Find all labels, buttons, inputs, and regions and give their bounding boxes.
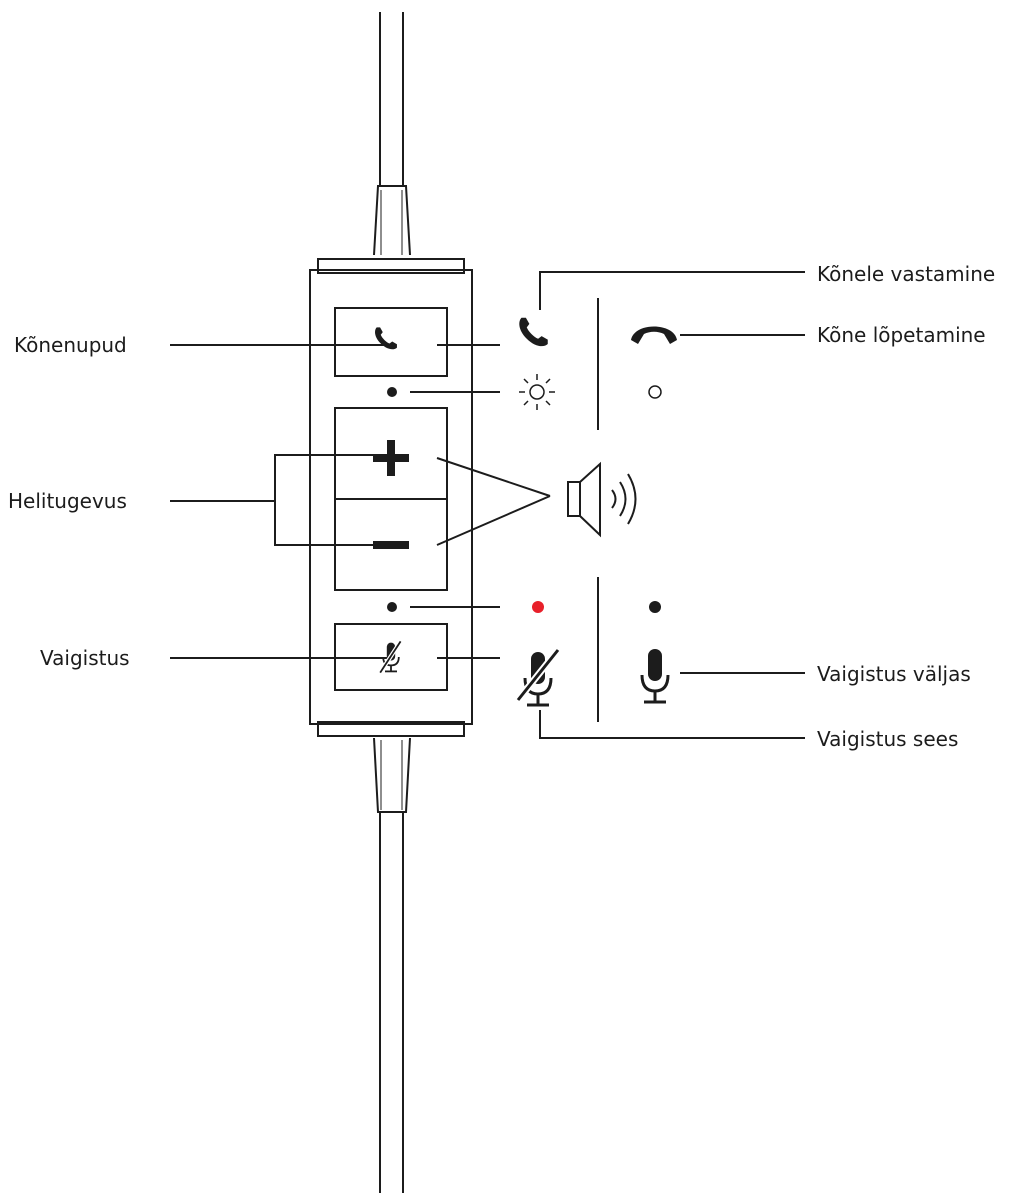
call-led-dot xyxy=(387,387,397,397)
leader-lines xyxy=(170,271,805,739)
cable-bottom xyxy=(373,737,411,1193)
microphone-icon xyxy=(640,649,670,704)
label-answer-call: Kõnele vastamine xyxy=(817,262,996,286)
muted-microphone-icon xyxy=(378,640,403,674)
controller-body xyxy=(309,258,473,737)
label-end-call: Kõne lõpetamine xyxy=(817,323,986,347)
black-dot-icon xyxy=(649,601,661,613)
minus-icon xyxy=(373,541,409,549)
cable-top xyxy=(373,12,411,256)
hollow-dot-icon xyxy=(648,385,662,399)
plus-icon xyxy=(373,440,409,476)
label-mute-off: Vaigistus väljas xyxy=(817,662,971,686)
phone-icon xyxy=(519,317,548,347)
mute-led-dot xyxy=(387,602,397,612)
muted-microphone-icon xyxy=(515,647,561,707)
label-volume: Helitugevus xyxy=(8,489,127,513)
hang-up-icon xyxy=(631,326,677,344)
speaker-icon xyxy=(567,461,637,538)
label-mute: Vaigistus xyxy=(40,646,130,670)
label-mute-on: Vaigistus sees xyxy=(817,727,959,751)
light-burst-icon xyxy=(519,374,555,410)
call-button[interactable] xyxy=(334,307,448,377)
phone-icon xyxy=(375,327,397,350)
label-call-buttons: Kõnenupud xyxy=(14,333,127,357)
red-dot-icon xyxy=(532,601,544,613)
